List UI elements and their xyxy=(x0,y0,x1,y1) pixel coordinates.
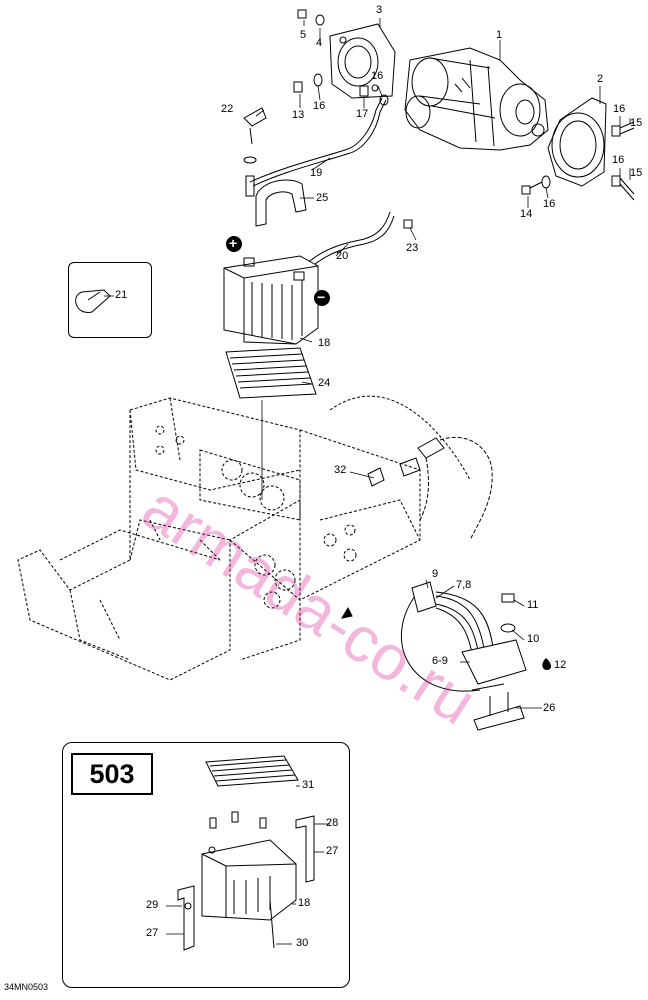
callout-18: 18 xyxy=(318,337,331,349)
callout-19: 19 xyxy=(310,167,323,179)
mounting-plate-drawing xyxy=(329,23,396,99)
callout-5: 5 xyxy=(300,29,307,41)
callout-32: 32 xyxy=(334,464,347,476)
callout-3: 3 xyxy=(376,4,383,16)
battery-drawing xyxy=(223,255,319,345)
callout-1: 1 xyxy=(496,29,503,41)
callout-16: 16 xyxy=(612,154,625,166)
callout-4: 4 xyxy=(316,37,323,49)
callout-20: 20 xyxy=(336,250,349,262)
callout-15: 15 xyxy=(630,117,643,129)
inset-503-drawing xyxy=(177,755,315,951)
callout-16: 16 xyxy=(613,103,626,115)
negative-terminal-icon xyxy=(314,290,330,306)
cable-19-drawing xyxy=(243,97,387,197)
callout-27: 27 xyxy=(326,845,339,857)
callout-6-9: 6-9 xyxy=(432,655,448,667)
callout-21: 21 xyxy=(115,289,128,301)
callout-15: 15 xyxy=(630,167,643,179)
callout-30: 30 xyxy=(296,937,309,949)
callout-10: 10 xyxy=(527,633,540,645)
callout-9: 9 xyxy=(432,568,439,580)
inset-503-box: 503 xyxy=(62,742,350,988)
cable-20-drawing xyxy=(301,211,413,273)
callout-14: 14 xyxy=(520,208,533,220)
callout-2: 2 xyxy=(597,73,604,85)
callout-24: 24 xyxy=(318,377,331,389)
strap-inset-box xyxy=(68,262,152,338)
callout-29: 29 xyxy=(146,899,159,911)
callout-31: 31 xyxy=(302,779,315,791)
bracket-25-drawing xyxy=(255,179,307,227)
callout-12: 12 xyxy=(554,659,567,671)
callout-13: 13 xyxy=(292,109,305,121)
callout-7-8: 7,8 xyxy=(456,579,472,591)
callout-23: 23 xyxy=(406,242,419,254)
negative-sign: − xyxy=(317,289,326,305)
starter-motor-drawing xyxy=(404,47,549,151)
callout-16: 16 xyxy=(371,70,384,82)
callout-16: 16 xyxy=(543,198,556,210)
battery-pad-drawing xyxy=(225,347,317,399)
ring-plate-drawing xyxy=(547,97,607,187)
callout-27: 27 xyxy=(146,927,159,939)
callout-22: 22 xyxy=(221,103,234,115)
positive-terminal-icon xyxy=(226,236,242,252)
frame-chassis-drawing xyxy=(17,395,471,681)
strap-21-drawing xyxy=(75,289,111,313)
callout-16: 16 xyxy=(313,100,326,112)
drop-icon xyxy=(542,658,551,670)
harness-drawing xyxy=(340,436,493,692)
callout-17: 17 xyxy=(356,108,369,120)
callout-18: 18 xyxy=(298,897,311,909)
callout-26: 26 xyxy=(543,702,556,714)
inset-503-label: 503 xyxy=(71,753,153,795)
callout-11: 11 xyxy=(527,599,539,611)
positive-sign: + xyxy=(229,235,238,251)
callout-25: 25 xyxy=(316,192,329,204)
leader-lines xyxy=(104,18,631,945)
solenoid-drawing xyxy=(411,581,527,731)
callout-28: 28 xyxy=(326,817,339,829)
drawing-code: 34MN0503 xyxy=(4,982,49,992)
